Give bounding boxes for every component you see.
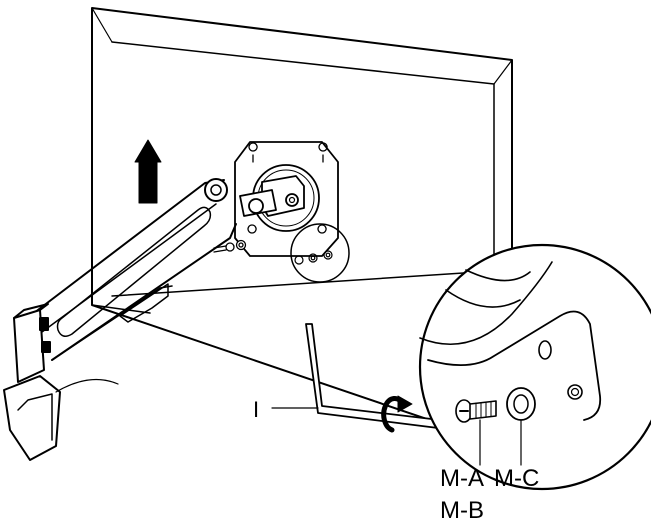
callout-small-hardware (294, 250, 333, 265)
detail-callout-small (290, 223, 350, 283)
callout-plate-corner (427, 310, 602, 421)
base-joint-mark-2 (41, 341, 51, 353)
detail-callout-large (418, 243, 651, 491)
keyhole-top-left (248, 142, 258, 163)
desk-edge (55, 378, 119, 393)
base-clamp-detail (17, 393, 53, 441)
arm-slot (56, 206, 212, 337)
label-allen-key: I (253, 397, 259, 422)
callout-ring-arc (419, 261, 553, 345)
keyhole-bottom-left (247, 224, 257, 234)
arm-lower-edge (51, 223, 237, 361)
gas-spring-arm (29, 178, 237, 361)
label-washer: M-C (494, 465, 539, 492)
arm-elbow-joint (204, 178, 228, 202)
keyhole-bottom-right (317, 224, 327, 234)
keyhole-top-right (318, 142, 328, 163)
tilt-head-pivot (248, 198, 264, 214)
screw (455, 399, 497, 423)
arrow-up-icon (134, 139, 162, 204)
monitor-inner-panel (111, 41, 495, 297)
callout-threaded-hole (567, 384, 583, 400)
monitor-bottom-edge (91, 304, 151, 314)
base-joint-mark (39, 317, 49, 331)
arm-underside-bracket (119, 283, 169, 323)
callout-plate-slot (538, 340, 552, 360)
tilt-head-knob (285, 193, 299, 207)
base-column-cap (13, 303, 49, 319)
base-clamp (3, 375, 61, 461)
arm-side-face (41, 203, 217, 357)
desk-base (3, 303, 119, 461)
label-spacer: M-B (440, 497, 484, 524)
tilt-head (239, 175, 305, 217)
label-screw: M-A (440, 465, 484, 492)
plate-screw-set (213, 239, 247, 253)
base-column (13, 309, 45, 383)
callout-monitor-frame (445, 269, 531, 308)
clockwise-rotate-icon (381, 395, 413, 433)
washer (506, 387, 536, 421)
